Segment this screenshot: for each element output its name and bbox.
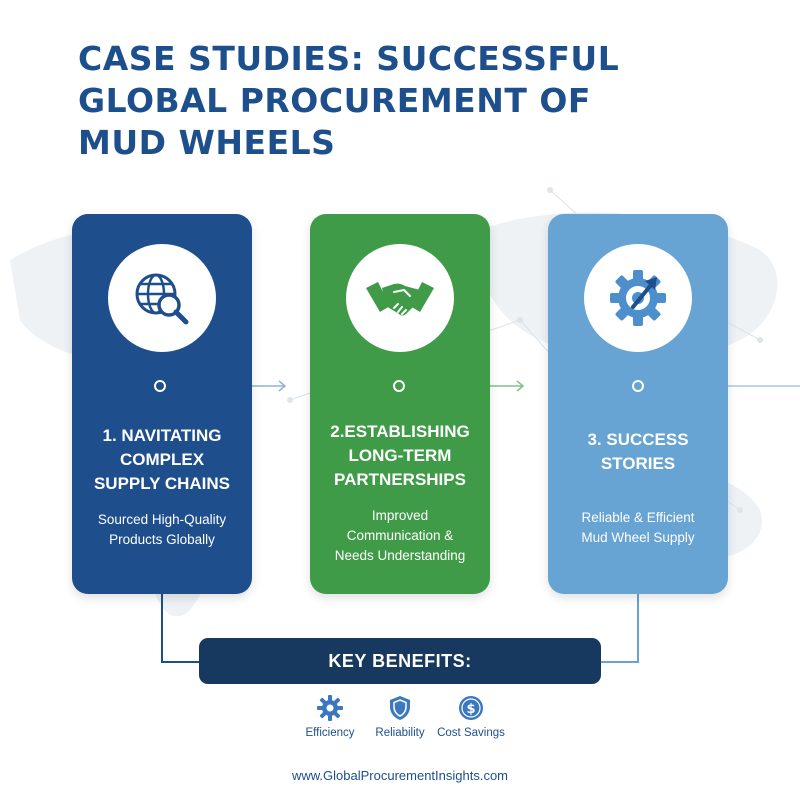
icon-circle xyxy=(346,244,454,352)
benefit-label: Cost Savings xyxy=(437,727,505,739)
footer-url[interactable]: www.GlobalProcurementInsights.com xyxy=(291,768,509,783)
desc-line: Needs Understanding xyxy=(334,548,466,563)
desc-line: Communication & xyxy=(346,528,454,543)
step-node xyxy=(632,380,644,392)
benefit-efficiency: Efficiency xyxy=(280,694,380,739)
title-line: GLOBAL PROCUREMENT OF xyxy=(78,81,591,120)
gear-growth-icon xyxy=(610,270,666,326)
page-title: CASE STUDIES: SUCCESSFUL GLOBAL PROCUREM… xyxy=(78,38,638,164)
svg-text:$: $ xyxy=(466,702,475,717)
step-description: Improved Communication & Needs Understan… xyxy=(310,506,490,566)
heading-line: 2.ESTABLISHING xyxy=(330,422,470,441)
heading-line: COMPLEX xyxy=(119,450,205,469)
benefit-reliability: Reliability xyxy=(350,694,450,739)
step-card-3: 3. SUCCESS STORIES Reliable & Efficient … xyxy=(548,214,728,594)
step-card-1: 1. NAVITATING COMPLEX SUPPLY CHAINS Sour… xyxy=(72,214,252,594)
step-heading: 3. SUCCESS STORIES xyxy=(548,428,728,476)
heading-line: 1. NAVITATING xyxy=(102,426,222,445)
step-heading: 2.ESTABLISHING LONG-TERM PARTNERSHIPS xyxy=(310,420,490,492)
desc-line: Reliable & Efficient xyxy=(581,510,695,525)
key-benefits-bar: KEY BENEFITS: xyxy=(199,638,601,684)
heading-line: SUPPLY CHAINS xyxy=(93,474,231,493)
desc-line: Sourced High-Quality xyxy=(97,512,227,527)
key-benefits-title: KEY BENEFITS: xyxy=(328,650,472,671)
heading-line: PARTNERSHIPS xyxy=(334,470,466,489)
step-card-2: 2.ESTABLISHING LONG-TERM PARTNERSHIPS Im… xyxy=(310,214,490,594)
step-node xyxy=(393,380,405,392)
desc-line: Mud Wheel Supply xyxy=(581,530,695,545)
bracket-right xyxy=(600,594,639,663)
benefit-label: Efficiency xyxy=(305,727,355,739)
step-node xyxy=(154,380,166,392)
bracket-left xyxy=(161,594,200,663)
globe-search-icon xyxy=(135,273,189,325)
step-description: Sourced High-Quality Products Globally xyxy=(72,510,252,550)
desc-line: Improved xyxy=(371,508,429,523)
step-heading: 1. NAVITATING COMPLEX SUPPLY CHAINS xyxy=(72,424,252,496)
heading-line: LONG-TERM xyxy=(348,446,452,465)
benefit-cost-savings: $ Cost Savings xyxy=(421,694,521,739)
title-line: MUD WHEELS xyxy=(78,123,336,162)
icon-circle xyxy=(108,244,216,352)
icon-circle xyxy=(584,244,692,352)
benefit-label: Reliability xyxy=(375,727,425,739)
heading-line: STORIES xyxy=(600,454,676,473)
gear-icon xyxy=(317,695,343,721)
handshake-icon xyxy=(366,282,434,316)
dollar-coin-icon: $ xyxy=(459,696,483,720)
shield-icon xyxy=(390,696,410,720)
title-line: CASE STUDIES: SUCCESSFUL xyxy=(78,39,620,78)
step-description: Reliable & Efficient Mud Wheel Supply xyxy=(548,508,728,548)
heading-line: 3. SUCCESS xyxy=(587,430,689,449)
desc-line: Products Globally xyxy=(109,532,215,547)
